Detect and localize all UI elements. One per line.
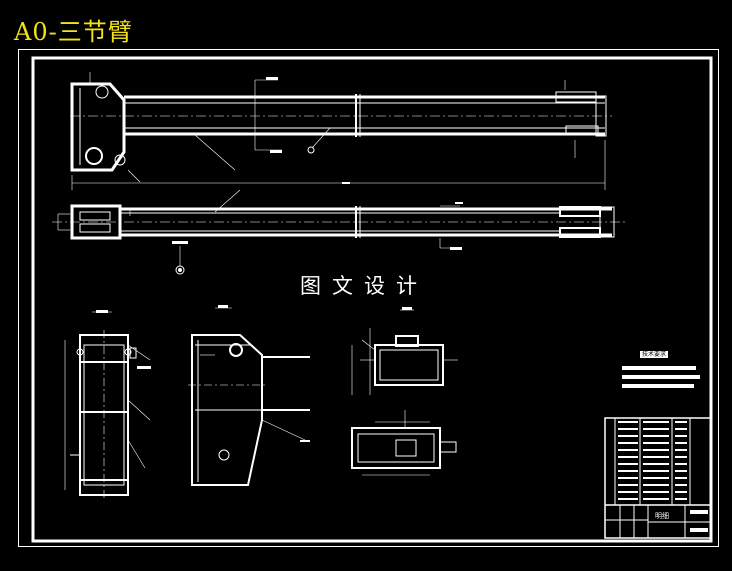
detail-view-d [351,410,457,476]
watermark-text: 图文设计 [300,274,428,298]
technical-requirements-title: 技术要求 [640,351,669,358]
outer-frame [18,49,719,547]
title-block [604,417,712,539]
detail-view-c [351,309,458,395]
inner-border [31,56,713,543]
title-block-label: 明细 [655,512,669,520]
technical-requirements-text [622,366,700,388]
drawing-title: A0-三节臂 [14,18,133,46]
parts-list-rows [618,421,708,532]
plan-view [52,189,625,275]
section-view-a [64,311,151,500]
section-view-b [188,307,310,486]
annotation-labels [96,77,463,442]
top-elevation-view [70,72,612,190]
